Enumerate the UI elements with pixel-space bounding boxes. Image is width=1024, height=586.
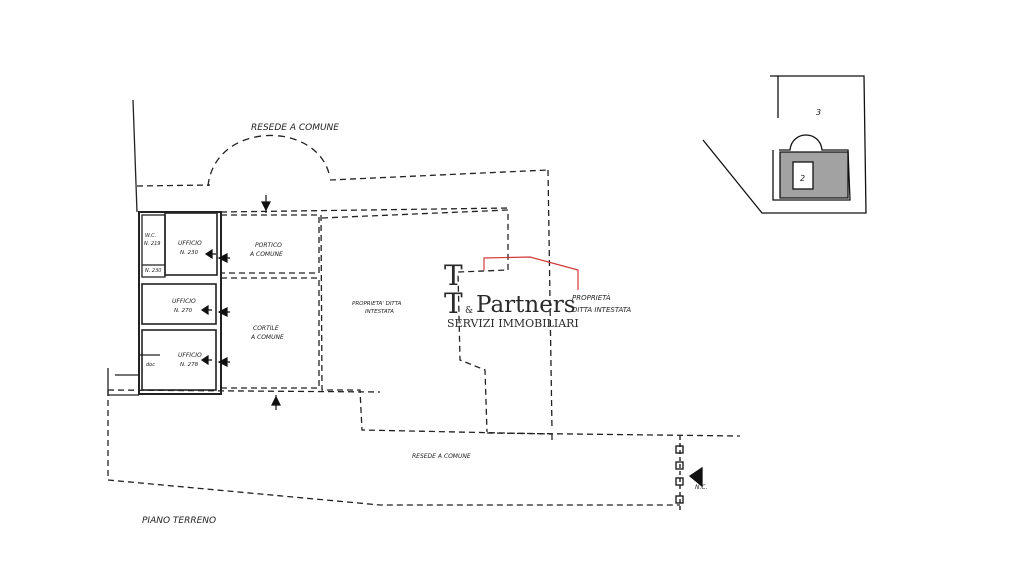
label-resede-top: RESEDE A COMUNE (251, 123, 339, 133)
label-proprieta-right: PROPRIETÀ (572, 293, 611, 302)
logo-tagline: SERVIZI IMMOBILIARI (447, 317, 579, 330)
label-small-num: N. 230 (145, 268, 161, 274)
label-ditta-intestata: DITTA INTESTATA (572, 306, 631, 314)
label-nc: N.C. (695, 484, 708, 491)
label-ufficio2: UFFICIO (172, 298, 196, 305)
label-intestata: INTESTATA (365, 309, 394, 315)
label-proprieta-ditta: PROPRIETA' DITTA (352, 301, 402, 307)
logo-partners: Partners (476, 292, 576, 318)
label-wc-num: N. 219 (144, 241, 160, 247)
label-inset-3: 3 (816, 108, 821, 117)
label-wc: W.C. (145, 233, 156, 239)
plan-labels: RESEDE A COMUNE W.C. N. 219 UFFICIO N. 2… (142, 108, 821, 526)
location-inset (702, 75, 867, 214)
label-small-room: doc (146, 362, 155, 368)
logo-ampersand: & (465, 306, 473, 316)
resede-arch (207, 134, 331, 187)
label-portico: PORTICO (255, 242, 282, 249)
inset-shaded-block (779, 151, 849, 199)
label-ufficio2-num: N. 270 (174, 308, 193, 314)
label-cortile-sub: A COMUNE (250, 334, 284, 341)
nc-marker (675, 436, 703, 510)
label-ufficio1: UFFICIO (178, 240, 202, 247)
left-boundary (132, 99, 138, 213)
label-ufficio1-num: N. 230 (180, 250, 199, 256)
logo-letter-t1: T (444, 259, 463, 292)
logo-letter-t2: T (444, 287, 463, 320)
plan-walls (107, 99, 741, 506)
label-cortile: CORTILE (253, 325, 279, 332)
label-resede-bottom: RESEDE A COMUNE (412, 453, 471, 460)
label-ufficio3: UFFICIO (178, 352, 202, 359)
ditta-block (321, 209, 509, 433)
label-portico-sub: A COMUNE (249, 251, 283, 258)
label-piano-terreno: PIANO TERRENO (142, 516, 216, 526)
label-inset-2: 2 (800, 174, 805, 183)
label-ufficio3-num: N. 278 (180, 362, 199, 368)
resede-bottom-outline (107, 390, 680, 506)
logo-roof (483, 256, 579, 290)
entrance-arrows (200, 195, 281, 410)
tt-partners-logo: T T & Partners SERVIZI IMMOBILIARI (444, 256, 579, 330)
